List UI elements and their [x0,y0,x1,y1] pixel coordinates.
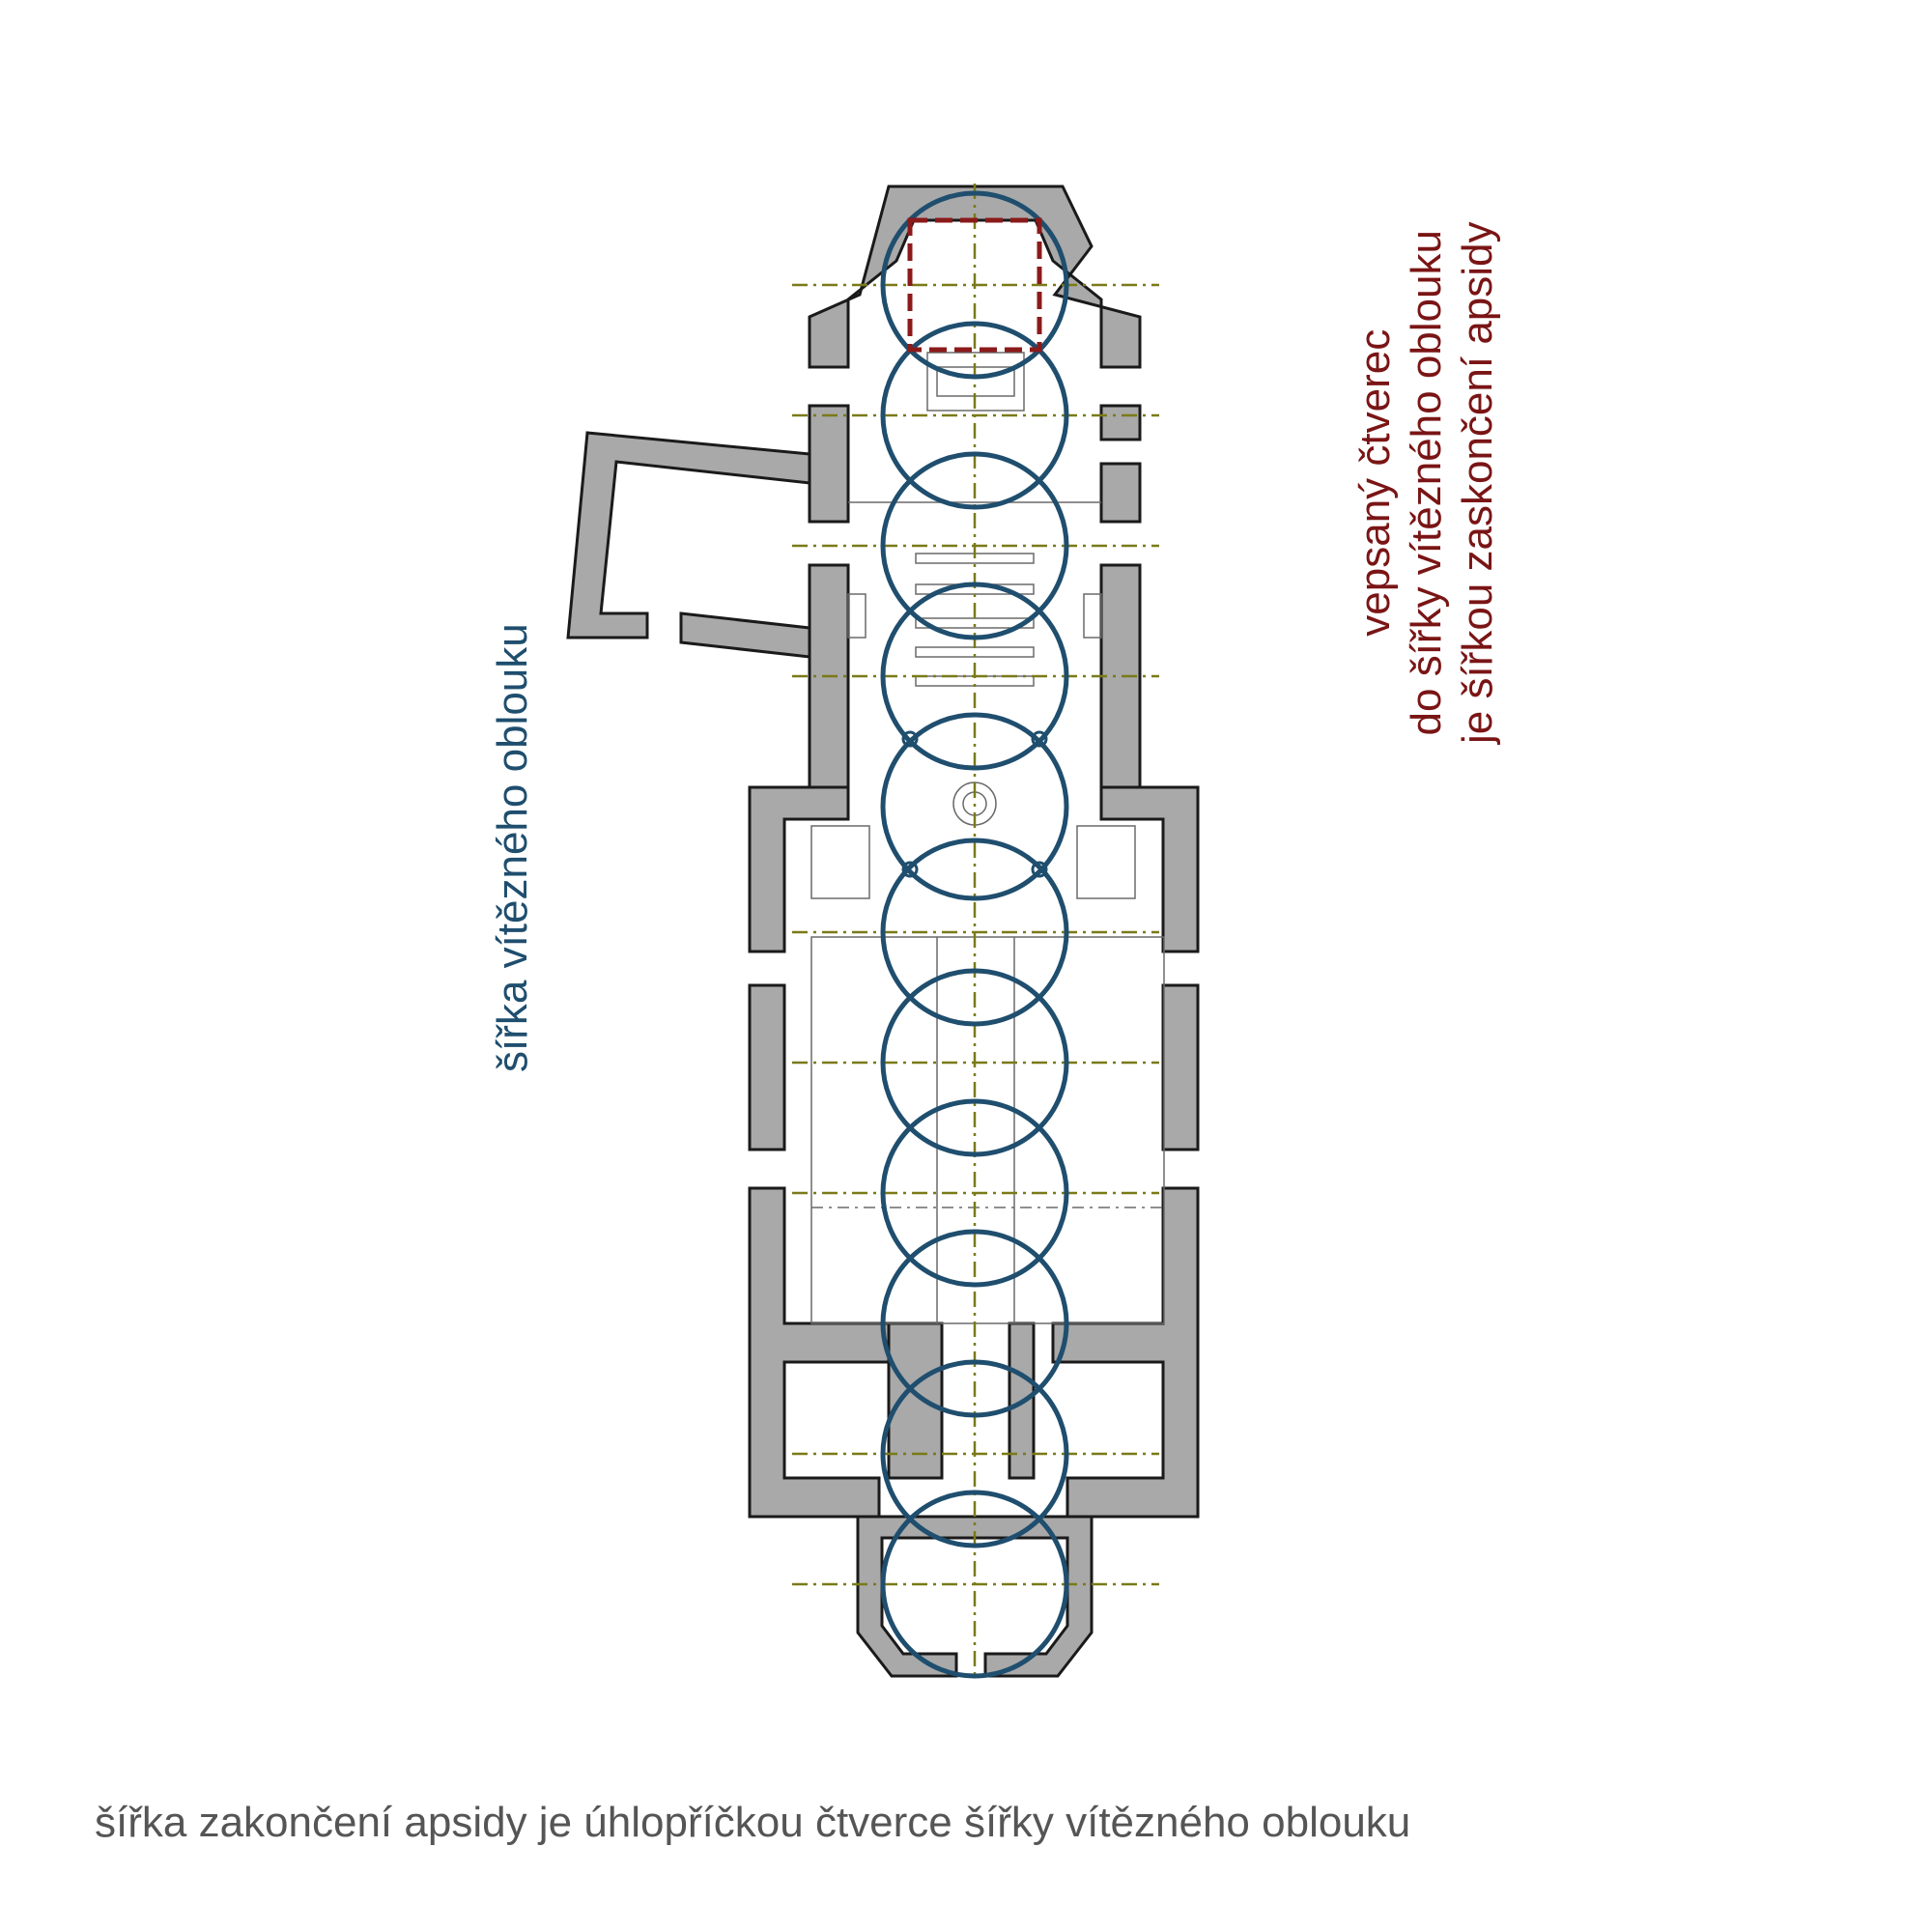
module-circle [880,838,1069,1027]
module-circle [880,1098,1069,1288]
walls [566,185,1200,1678]
choir-wall-south-b [1099,462,1142,524]
note-line-3: je šířkou zaskončení apsidy [1453,221,1501,744]
module-circle [880,968,1069,1157]
module-circle [880,451,1069,640]
sacristy-wall-south [679,611,811,659]
nave-wall-south-mid [1161,983,1200,1151]
inscribed-square [907,217,1042,353]
caption: šířka zakončení apsidy je úhlopříčkou čt… [95,1799,1411,1846]
module-circles [880,190,1069,1679]
module-circle [880,712,1069,901]
nave-wall-south-west [1051,1186,1200,1519]
module-circle [880,1359,1069,1548]
nave-wall-north-mid [748,983,786,1151]
module-circle [880,582,1069,771]
axis-lines [792,184,1159,1681]
nave-wall-north [748,785,850,953]
note-line-1: vepsaný čtverec [1351,328,1399,637]
module-circle [880,1490,1069,1679]
module-circle [880,321,1069,510]
east-apse-wall [808,185,1142,369]
arch-width-label: šířka vítězného oblouku [489,623,536,1072]
choir-wall-south-a [1099,404,1142,441]
module-circle [880,1229,1069,1418]
sacristy-wall [566,431,811,639]
intersection-markers [901,730,1048,878]
choir-wall-north-a [808,404,850,524]
note-line-2: do šířky vítězného oblouku [1402,230,1450,736]
nave-wall-north-west [748,1186,891,1519]
nave-wall-south [1099,785,1200,953]
west-apse-wall [856,1515,1094,1678]
altar-block [926,352,1025,412]
module-circle [880,190,1069,380]
inscribed-square-note: vepsaný čtverec do šířky vítězného oblou… [1350,221,1503,744]
